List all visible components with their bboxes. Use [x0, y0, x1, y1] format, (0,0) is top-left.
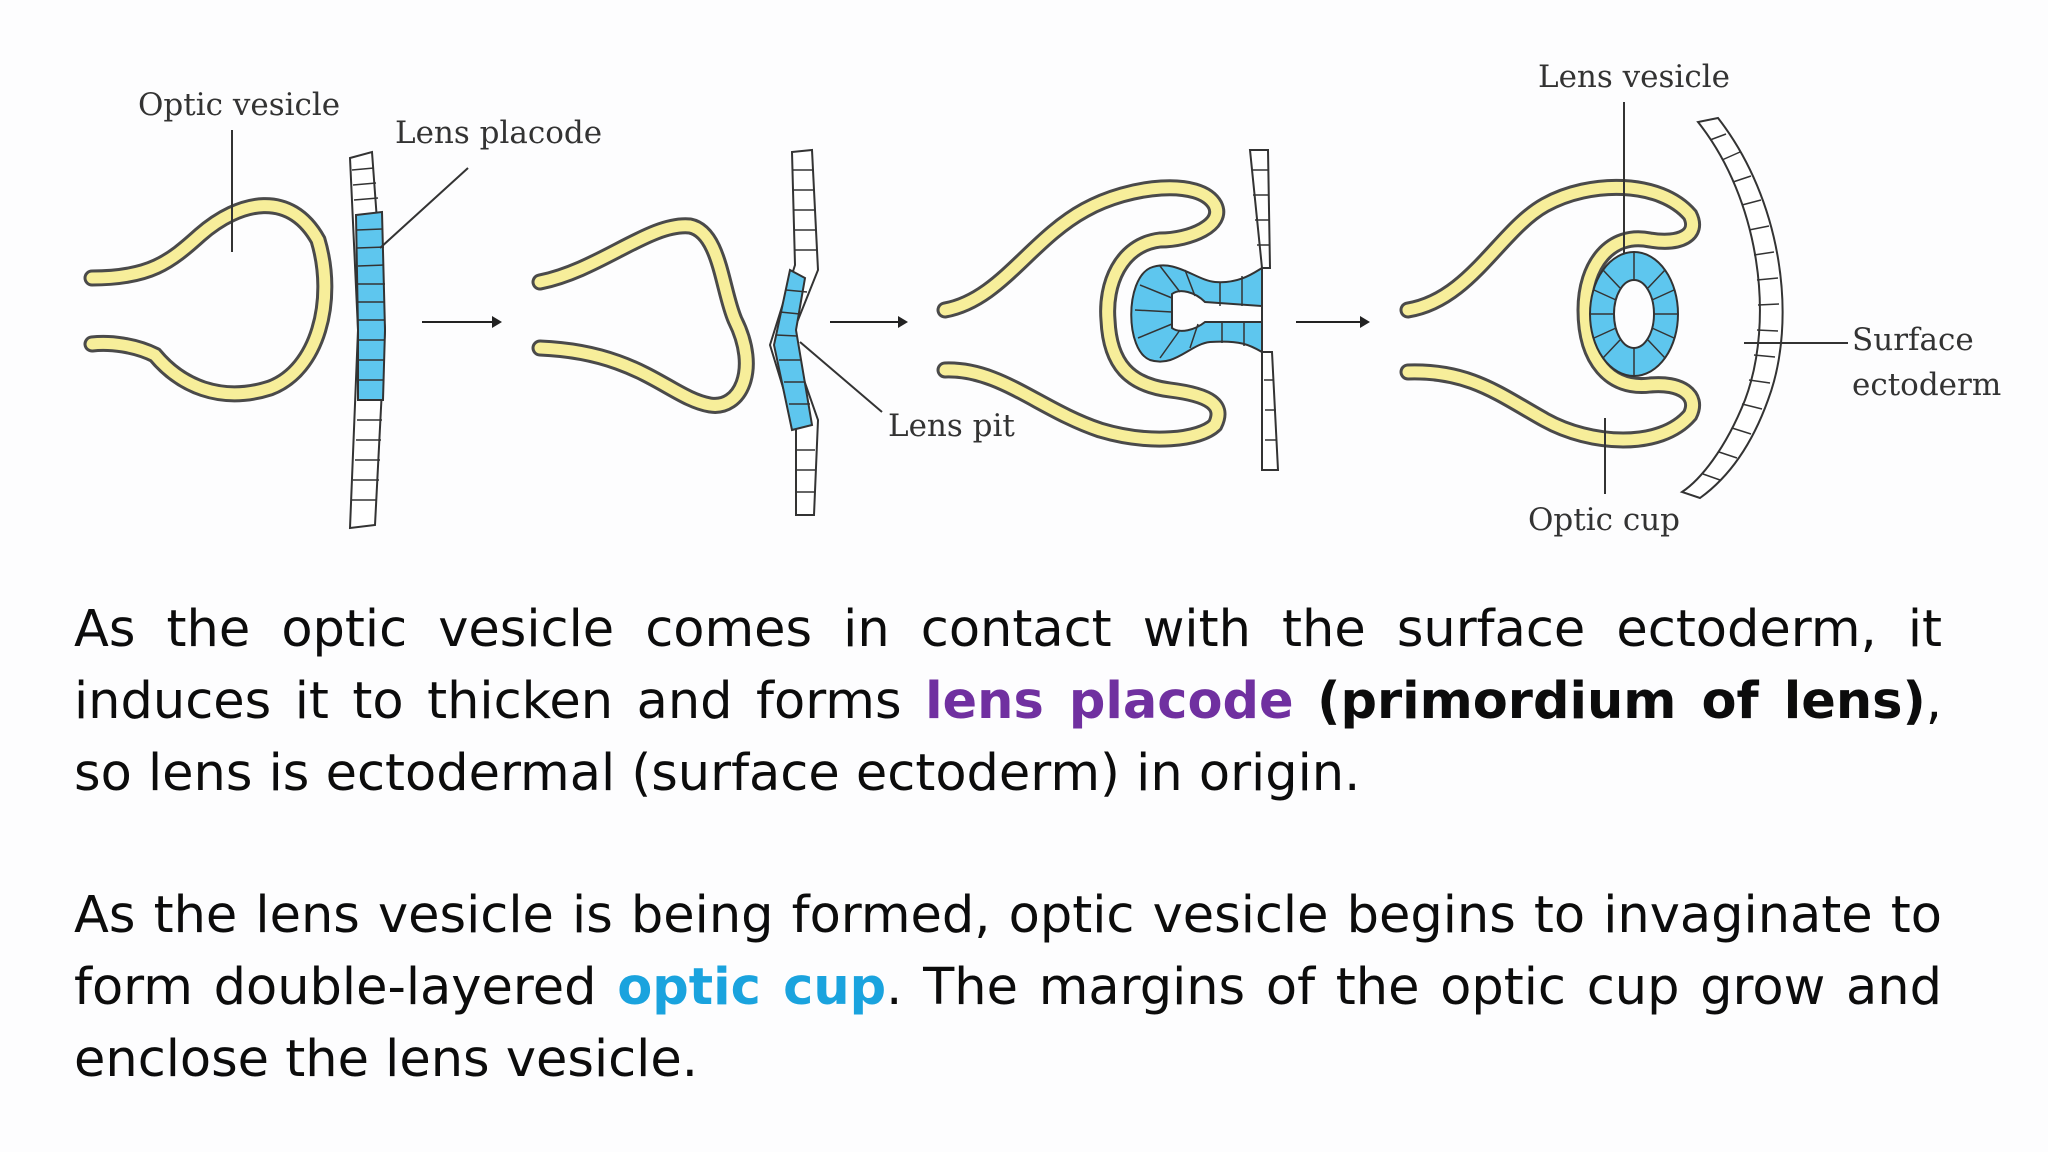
- arrow-2: [830, 316, 908, 328]
- arrow-1: [422, 316, 502, 328]
- lens-placode-thickening: [354, 210, 387, 401]
- surface-ectoderm-strip-3: [1248, 149, 1280, 471]
- p1-text-b: [1294, 672, 1318, 731]
- p1-text-a: As the optic vesicle comes in contact wi…: [74, 600, 1942, 731]
- label-lens-vesicle: Lens vesicle: [1538, 59, 1730, 95]
- p2-text-b: . The margins of the optic cup grow and …: [74, 958, 1942, 1089]
- lens-pit-cells: [772, 268, 814, 432]
- highlight-optic-cup: optic cup: [617, 958, 887, 1017]
- eye-development-diagram: Optic vesicle Lens placode Lens pit Lens…: [83, 59, 2001, 538]
- p2-text-a: As the lens vesicle is being formed, opt…: [74, 886, 1942, 1017]
- label-optic-cup: Optic cup: [1528, 502, 1680, 538]
- stage-1-optic-vesicle: [83, 130, 469, 530]
- paragraph-optic-cup: As the lens vesicle is being formed, opt…: [74, 880, 1942, 1096]
- stage-2-lens-pit: [531, 148, 883, 516]
- paragraph-lens-placode: As the optic vesicle comes in contact wi…: [74, 594, 1942, 810]
- label-lens-pit: Lens pit: [888, 408, 1015, 444]
- label-lens-placode: Lens placode: [395, 115, 602, 151]
- p1-text-c: , so lens is ectodermal (surface ectoder…: [74, 672, 1943, 803]
- stage-3-invagination: [936, 149, 1280, 471]
- label-optic-vesicle: Optic vesicle: [138, 87, 340, 123]
- arrow-3: [1296, 316, 1370, 328]
- surface-ectoderm-strip-4: [1679, 116, 1784, 500]
- label-surface-ectoderm-2: ectoderm: [1852, 367, 2001, 403]
- label-surface-ectoderm-1: Surface: [1852, 322, 1974, 358]
- highlight-lens-placode: lens placode: [925, 672, 1294, 731]
- stage-4-optic-cup: [1399, 102, 1848, 500]
- bold-primordium-of-lens: (primordium of lens): [1317, 672, 1926, 731]
